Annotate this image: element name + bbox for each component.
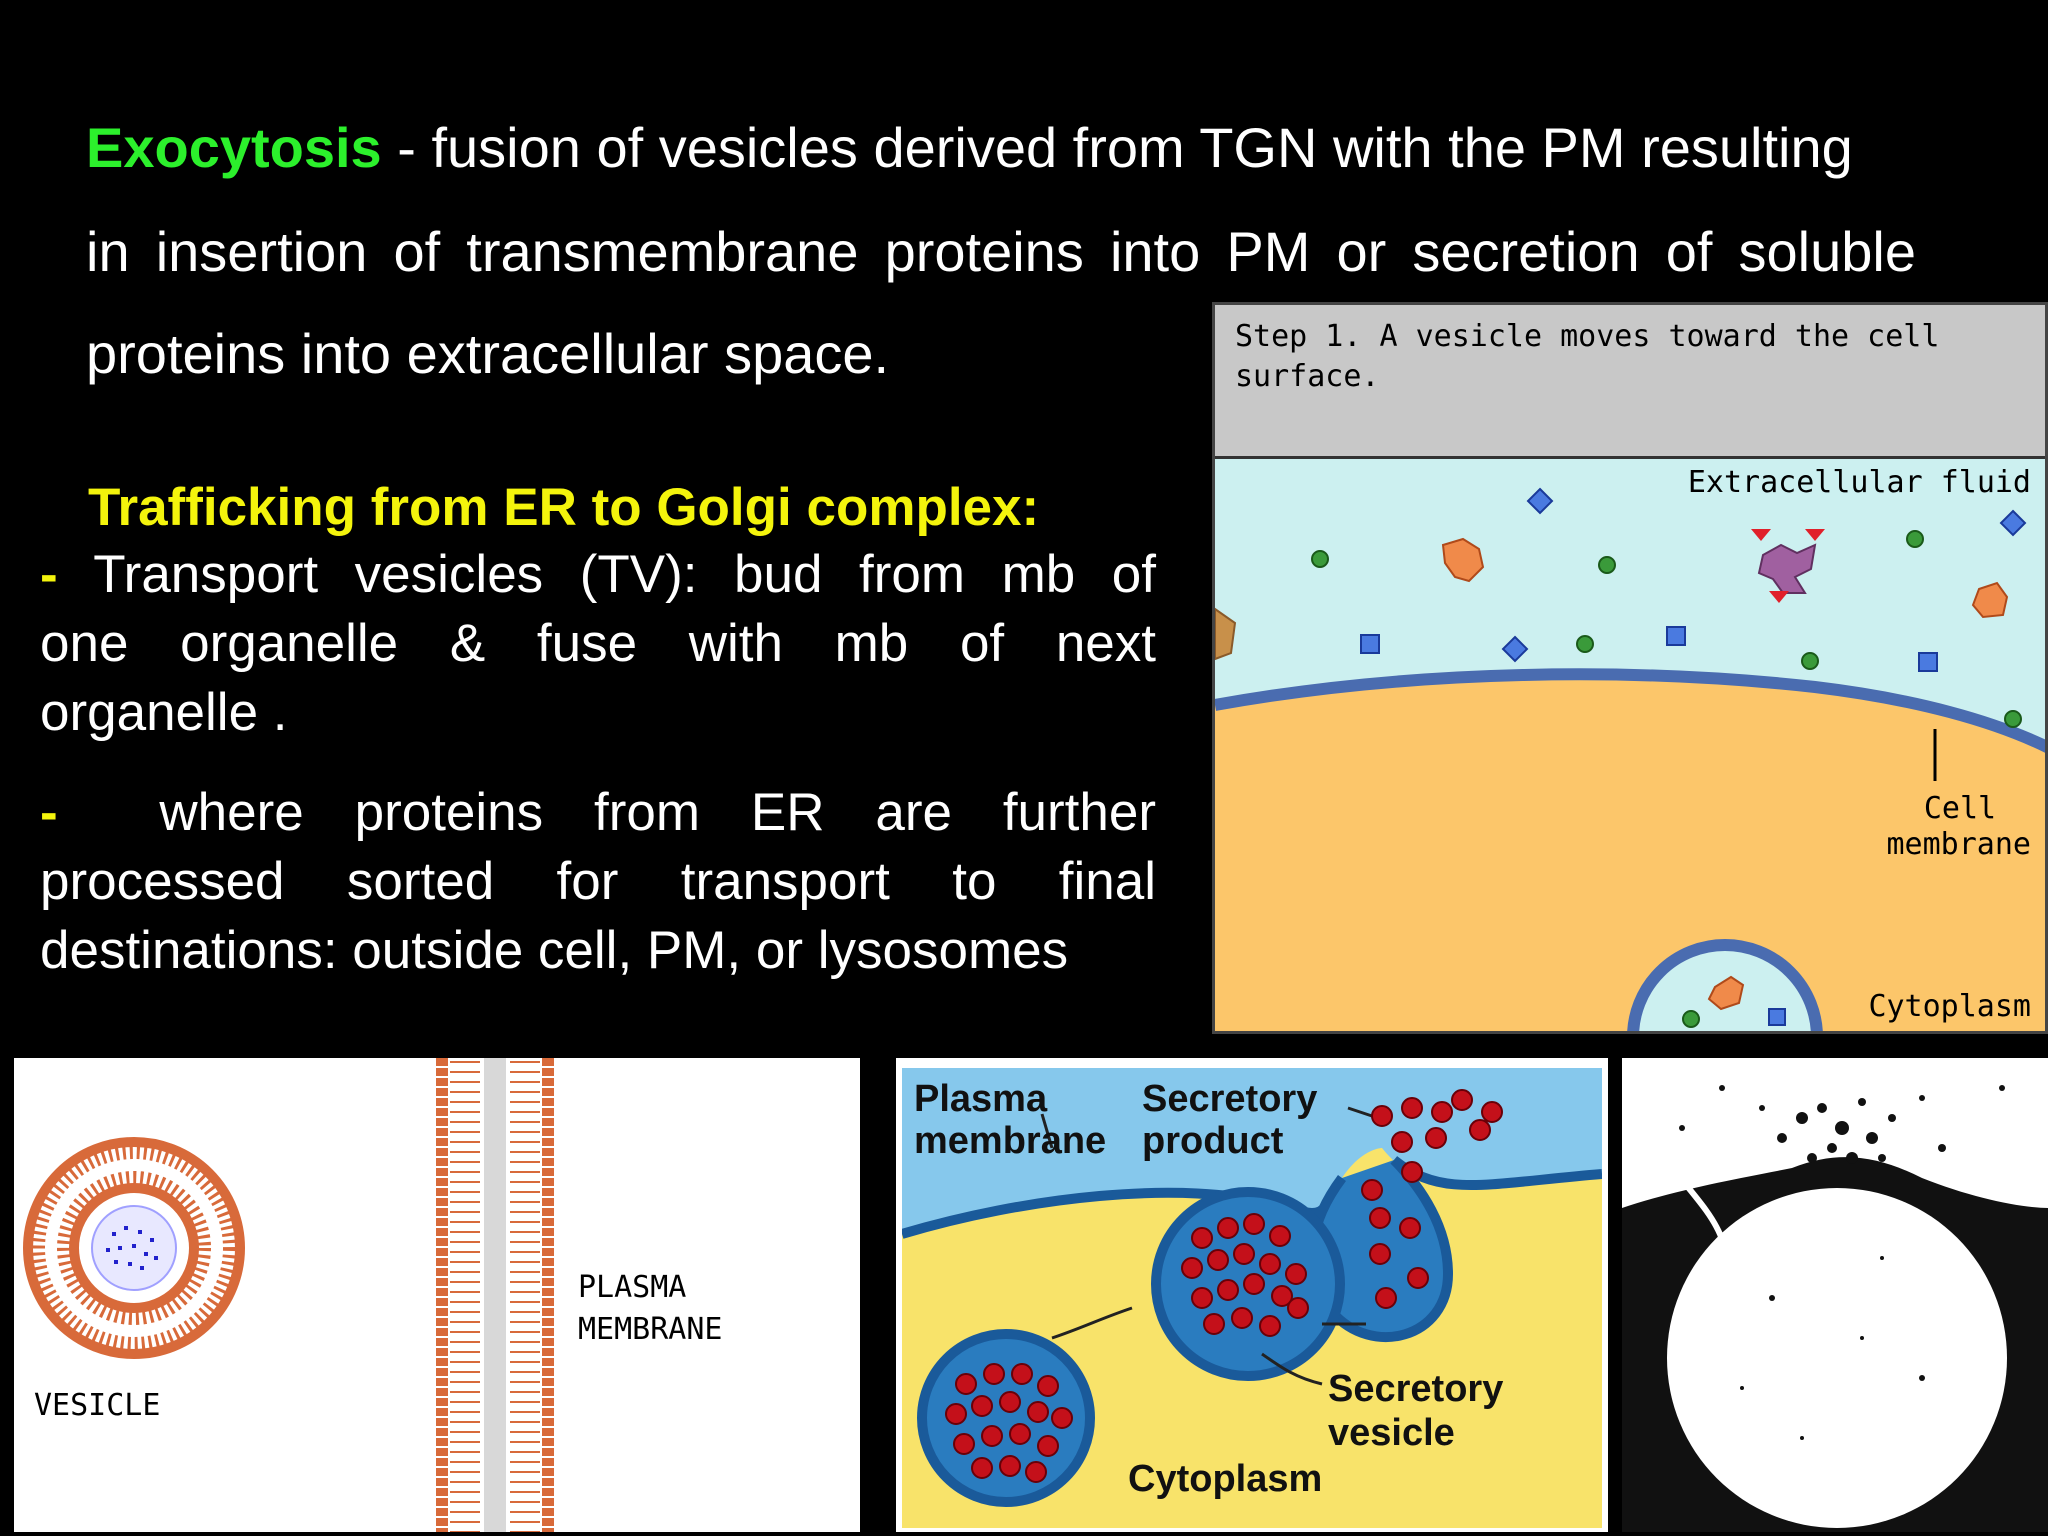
- exocytosis-term: Exocytosis: [86, 116, 382, 179]
- bullet-2-line-3: destinations: outside cell, PM, or lysos…: [40, 921, 1069, 980]
- cell-membrane: [1215, 668, 2045, 753]
- cell-membrane-label-line-1: Cell: [1923, 791, 1997, 826]
- cytoplasm-area: [1215, 674, 2045, 1031]
- secretion-figure: Plasma membrane Secretory product Secret…: [896, 1058, 1608, 1532]
- secretion-diagram: [902, 1068, 1602, 1528]
- bullet-1-line-2: one organelle & fuse with mb of next: [40, 614, 1156, 673]
- plasma-membrane-label-line-1: Plasma: [914, 1078, 1048, 1120]
- bullet-1-line-3: organelle .: [40, 683, 288, 742]
- plasma-membrane-label-line-2: membrane: [914, 1120, 1107, 1162]
- intro-line-2: in insertion of transmembrane proteins i…: [86, 220, 1916, 283]
- step-caption-line-2: surface.: [1235, 359, 1380, 394]
- cell-surface-diagram: [1215, 459, 2045, 1031]
- step-caption-line-1: Step 1. A vesicle moves toward the cell: [1235, 319, 1940, 354]
- cytoplasm-label: Cytoplasm: [1128, 1458, 1323, 1500]
- bullet-1-line-1: - Transport vesicles (TV): bud from mb o…: [40, 540, 1156, 609]
- bullet-text: where proteins from ER are further: [159, 783, 1157, 842]
- exocytosis-animation-panel: Step 1. A vesicle moves toward the cell …: [1212, 302, 2048, 1034]
- bullet-golgi-processing: - where proteins from ER are further pro…: [40, 778, 1156, 985]
- secretory-product-label-line-2: product: [1142, 1120, 1284, 1162]
- bullet-dash: -: [40, 783, 58, 842]
- micrograph-image: [1622, 1058, 2048, 1532]
- electron-micrograph: [1622, 1058, 2048, 1532]
- intro-line-3: proteins into extracellular space.: [86, 322, 890, 385]
- membrane-figure: VESICLE PLASMA MEMBRANE: [14, 1058, 860, 1532]
- cell-membrane-label-line-2: membrane: [1886, 827, 2032, 862]
- vesicle-label: VESICLE: [34, 1388, 161, 1423]
- secretory-granules: [945, 1089, 1503, 1483]
- bullet-2-line-1: - where proteins from ER are further: [40, 778, 1156, 847]
- extracellular-molecules: [1215, 487, 2027, 728]
- secretory-vesicle-label-line-2: vesicle: [1328, 1412, 1455, 1454]
- secretory-vesicle: [1627, 939, 1823, 1031]
- cytoplasm-label: Cytoplasm: [1868, 989, 2031, 1024]
- plasma-membrane-label-line-2: MEMBRANE: [578, 1312, 723, 1347]
- step-caption-box: Step 1. A vesicle moves toward the cell …: [1215, 305, 2045, 459]
- secretory-product-label-line-1: Secretory: [1142, 1078, 1318, 1120]
- intro-line-1: Exocytosis - fusion of vesicles derived …: [86, 116, 1853, 180]
- intro-line-1-text: - fusion of vesicles derived from TGN wi…: [381, 116, 1853, 179]
- plasma-membrane-label-line-1: PLASMA: [578, 1270, 687, 1305]
- bullet-dash: -: [40, 545, 58, 604]
- vesicle-bilayer-icon: [23, 1137, 245, 1359]
- extracellular-fluid-label: Extracellular fluid: [1687, 465, 2031, 500]
- section-heading: Trafficking from ER to Golgi complex:: [88, 478, 1040, 537]
- bullet-2-line-2: processed sorted for transport to final: [40, 852, 1156, 911]
- bullet-text: Transport vesicles (TV): bud from mb of: [93, 545, 1156, 604]
- secretory-vesicle-label-line-1: Secretory: [1328, 1368, 1504, 1410]
- bullet-transport-vesicles: - Transport vesicles (TV): bud from mb o…: [40, 540, 1156, 747]
- plasma-membrane-bilayer: [436, 1058, 556, 1532]
